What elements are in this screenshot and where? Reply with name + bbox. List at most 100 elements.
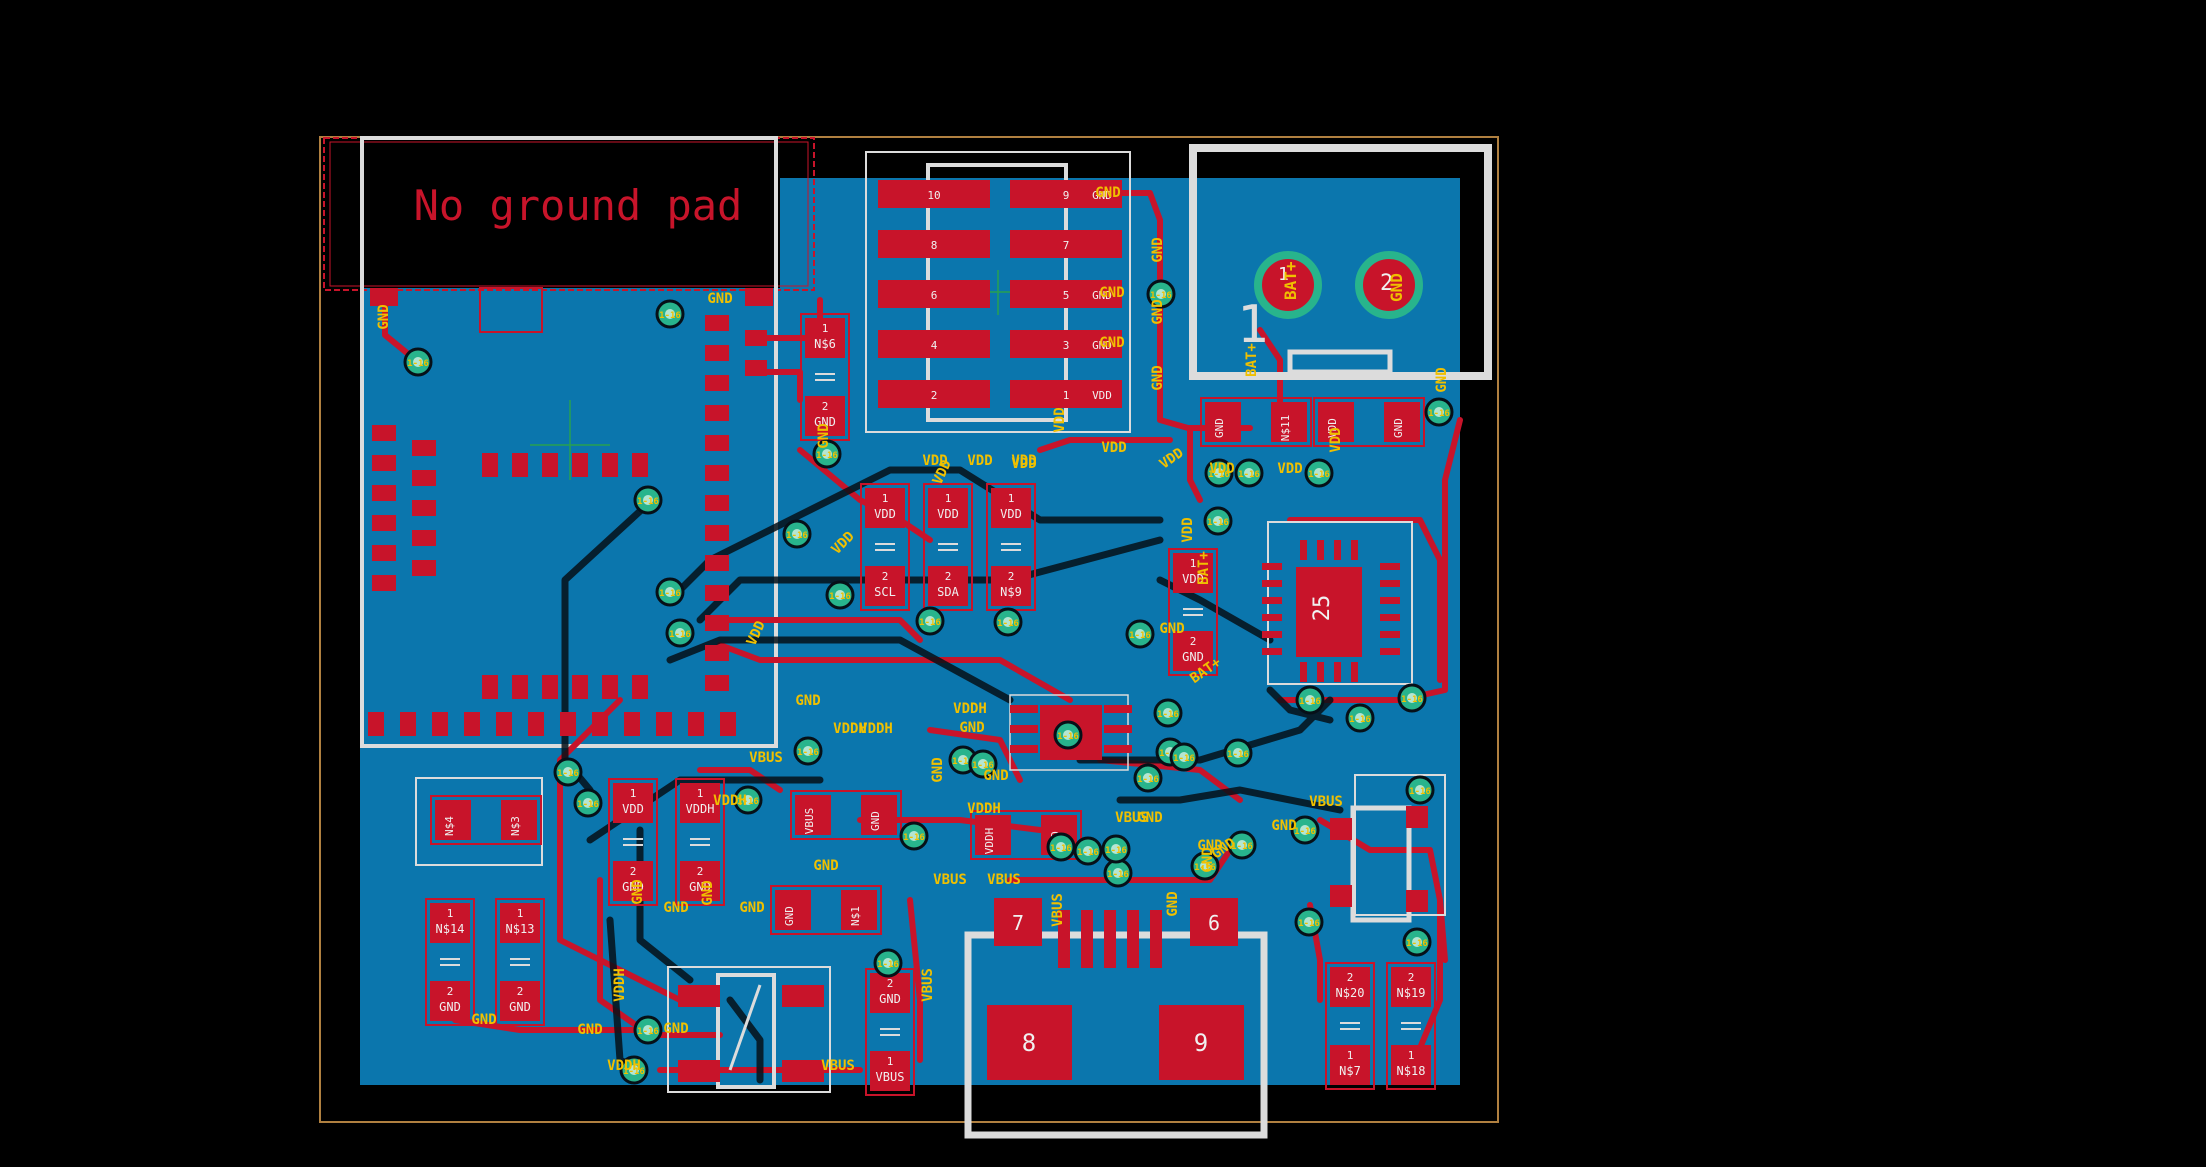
via-label: 1-16 — [1428, 409, 1450, 419]
net-label-gnd: GND — [630, 879, 646, 904]
via-label: 1-16 — [659, 311, 681, 321]
via-3: 1-16 — [655, 577, 685, 607]
via-10: 1-16 — [1146, 279, 1176, 309]
connector-pin-6[interactable]: 6 — [878, 280, 990, 308]
via-label: 1-16 — [972, 761, 994, 771]
pad-number: 2 — [1408, 971, 1415, 984]
connector-pin-7[interactable]: 7 — [1010, 230, 1122, 258]
net-label-gnd: GND — [1200, 847, 1216, 872]
pad-net: GND — [689, 880, 711, 894]
net-label-gnd: GND — [1434, 367, 1450, 392]
net-label-vdd: VDD — [1011, 453, 1036, 469]
via-40: 1-16 — [619, 1055, 649, 1085]
connector-pin-number: 7 — [1063, 239, 1070, 252]
net-label-vbus: VBUS — [933, 872, 967, 888]
pad-net: N$4 — [443, 816, 456, 836]
via-26: 1-16 — [553, 757, 583, 787]
connector-pin-9[interactable]: 9 GND — [1010, 180, 1122, 208]
pad-net: VDDH — [983, 828, 996, 855]
pad-net: N$7 — [1339, 1064, 1361, 1078]
battery-pin-2[interactable]: 2 GND — [1355, 251, 1423, 319]
via-label: 1-16 — [659, 589, 681, 599]
pad-net: GND — [879, 992, 901, 1006]
via-23: 1-16 — [1223, 738, 1253, 768]
connector-pin-10[interactable]: 10 — [878, 180, 990, 208]
net-label-vbus: VBUS — [1309, 794, 1343, 810]
via-label: 1-16 — [1050, 844, 1072, 854]
via-label: 1-16 — [1401, 695, 1423, 705]
vias: 1-16 1-16 1-16 1-16 1-16 1-16 1-16 1-16 1-16 1-16… — [403, 279, 1454, 1085]
battery-pin-1[interactable]: 1 BAT+ — [1254, 251, 1322, 319]
net-label-gnd: GND — [1165, 891, 1181, 916]
via-28: 1-16 — [733, 785, 763, 815]
net-label-vddh: VDDH — [612, 968, 628, 1002]
via-6: 1-16 — [825, 580, 855, 610]
svg-text:1: 1 — [1278, 264, 1289, 285]
pad-net: GND — [814, 415, 836, 429]
net-label-gnd: GND — [1150, 237, 1166, 262]
via-14: 1-16 — [1424, 397, 1454, 427]
pad-net: VDD — [1000, 507, 1022, 521]
pad-net: VDD — [874, 507, 896, 521]
connector-pin-number: 9 — [1063, 189, 1070, 202]
via-label: 1-16 — [1406, 939, 1428, 949]
connector-pin-number: 2 — [931, 389, 938, 402]
via-label: 1-16 — [637, 1027, 659, 1037]
net-label-vddh: VDDH — [607, 1058, 641, 1074]
connector-pin-number: 8 — [931, 239, 938, 252]
connector-pin-4[interactable]: 4 — [878, 330, 990, 358]
pad-net: GND — [1213, 418, 1226, 438]
via-label: 1-16 — [1107, 870, 1129, 880]
pad-number: 2 — [945, 570, 952, 583]
connector-pin-number: 6 — [931, 289, 938, 302]
pad-net: GND — [783, 906, 796, 926]
pad-number: 2 — [887, 977, 894, 990]
net-label-gnd: GND — [1150, 299, 1166, 324]
pad-net: VDD — [1326, 418, 1339, 438]
pad-number: 2 — [517, 985, 524, 998]
net-label-vdd: VDD — [1052, 407, 1068, 432]
connector-pin-2[interactable]: 2 — [878, 380, 990, 408]
module-keepout — [479, 287, 543, 333]
pad-net: VBUS — [876, 1070, 905, 1084]
via-label: 1-16 — [1208, 470, 1230, 480]
battery-connector: 1 1 BAT+ 2 GND — [1189, 144, 1492, 380]
via-label: 1-16 — [1077, 848, 1099, 858]
via-label: 1-16 — [1298, 919, 1320, 929]
right-switch-footprint — [1330, 774, 1446, 923]
net-label-gnd: GND — [376, 304, 392, 329]
net-label-gnd: GND — [1095, 185, 1120, 201]
via-13: 1-16 — [1304, 458, 1334, 488]
svg-text:BAT+: BAT+ — [1281, 261, 1300, 300]
net-label-vddh: VDDH — [713, 793, 747, 809]
net-label-vdd: VDD — [1277, 461, 1302, 477]
via-37: 1-16 — [1294, 907, 1324, 937]
pad-net: GND — [1182, 650, 1204, 664]
net-label-vddh: VDDH — [833, 721, 867, 737]
net-label-batp: BAT+ — [1196, 551, 1212, 585]
usb-pad-7: 7 — [1012, 911, 1024, 935]
switch-footprint — [667, 966, 831, 1093]
net-label-gnd: GND — [795, 693, 820, 709]
net-label-gnd: GND — [1159, 621, 1184, 637]
via-label: 1-16 — [1207, 518, 1229, 528]
via-42: 1-16 — [968, 749, 998, 779]
via-label: 1-16 — [1129, 631, 1151, 641]
via-34: 1-16 — [1227, 830, 1257, 860]
net-label-vddh: VDDH — [953, 701, 987, 717]
pad-number: 1 — [1347, 1049, 1354, 1062]
connector-pin-8[interactable]: 8 — [878, 230, 990, 258]
via-label: 1-16 — [1227, 750, 1249, 760]
connector-pin-number: 5 — [1063, 289, 1070, 302]
svg-text:2: 2 — [1380, 271, 1393, 296]
via-label: 1-16 — [1299, 697, 1321, 707]
